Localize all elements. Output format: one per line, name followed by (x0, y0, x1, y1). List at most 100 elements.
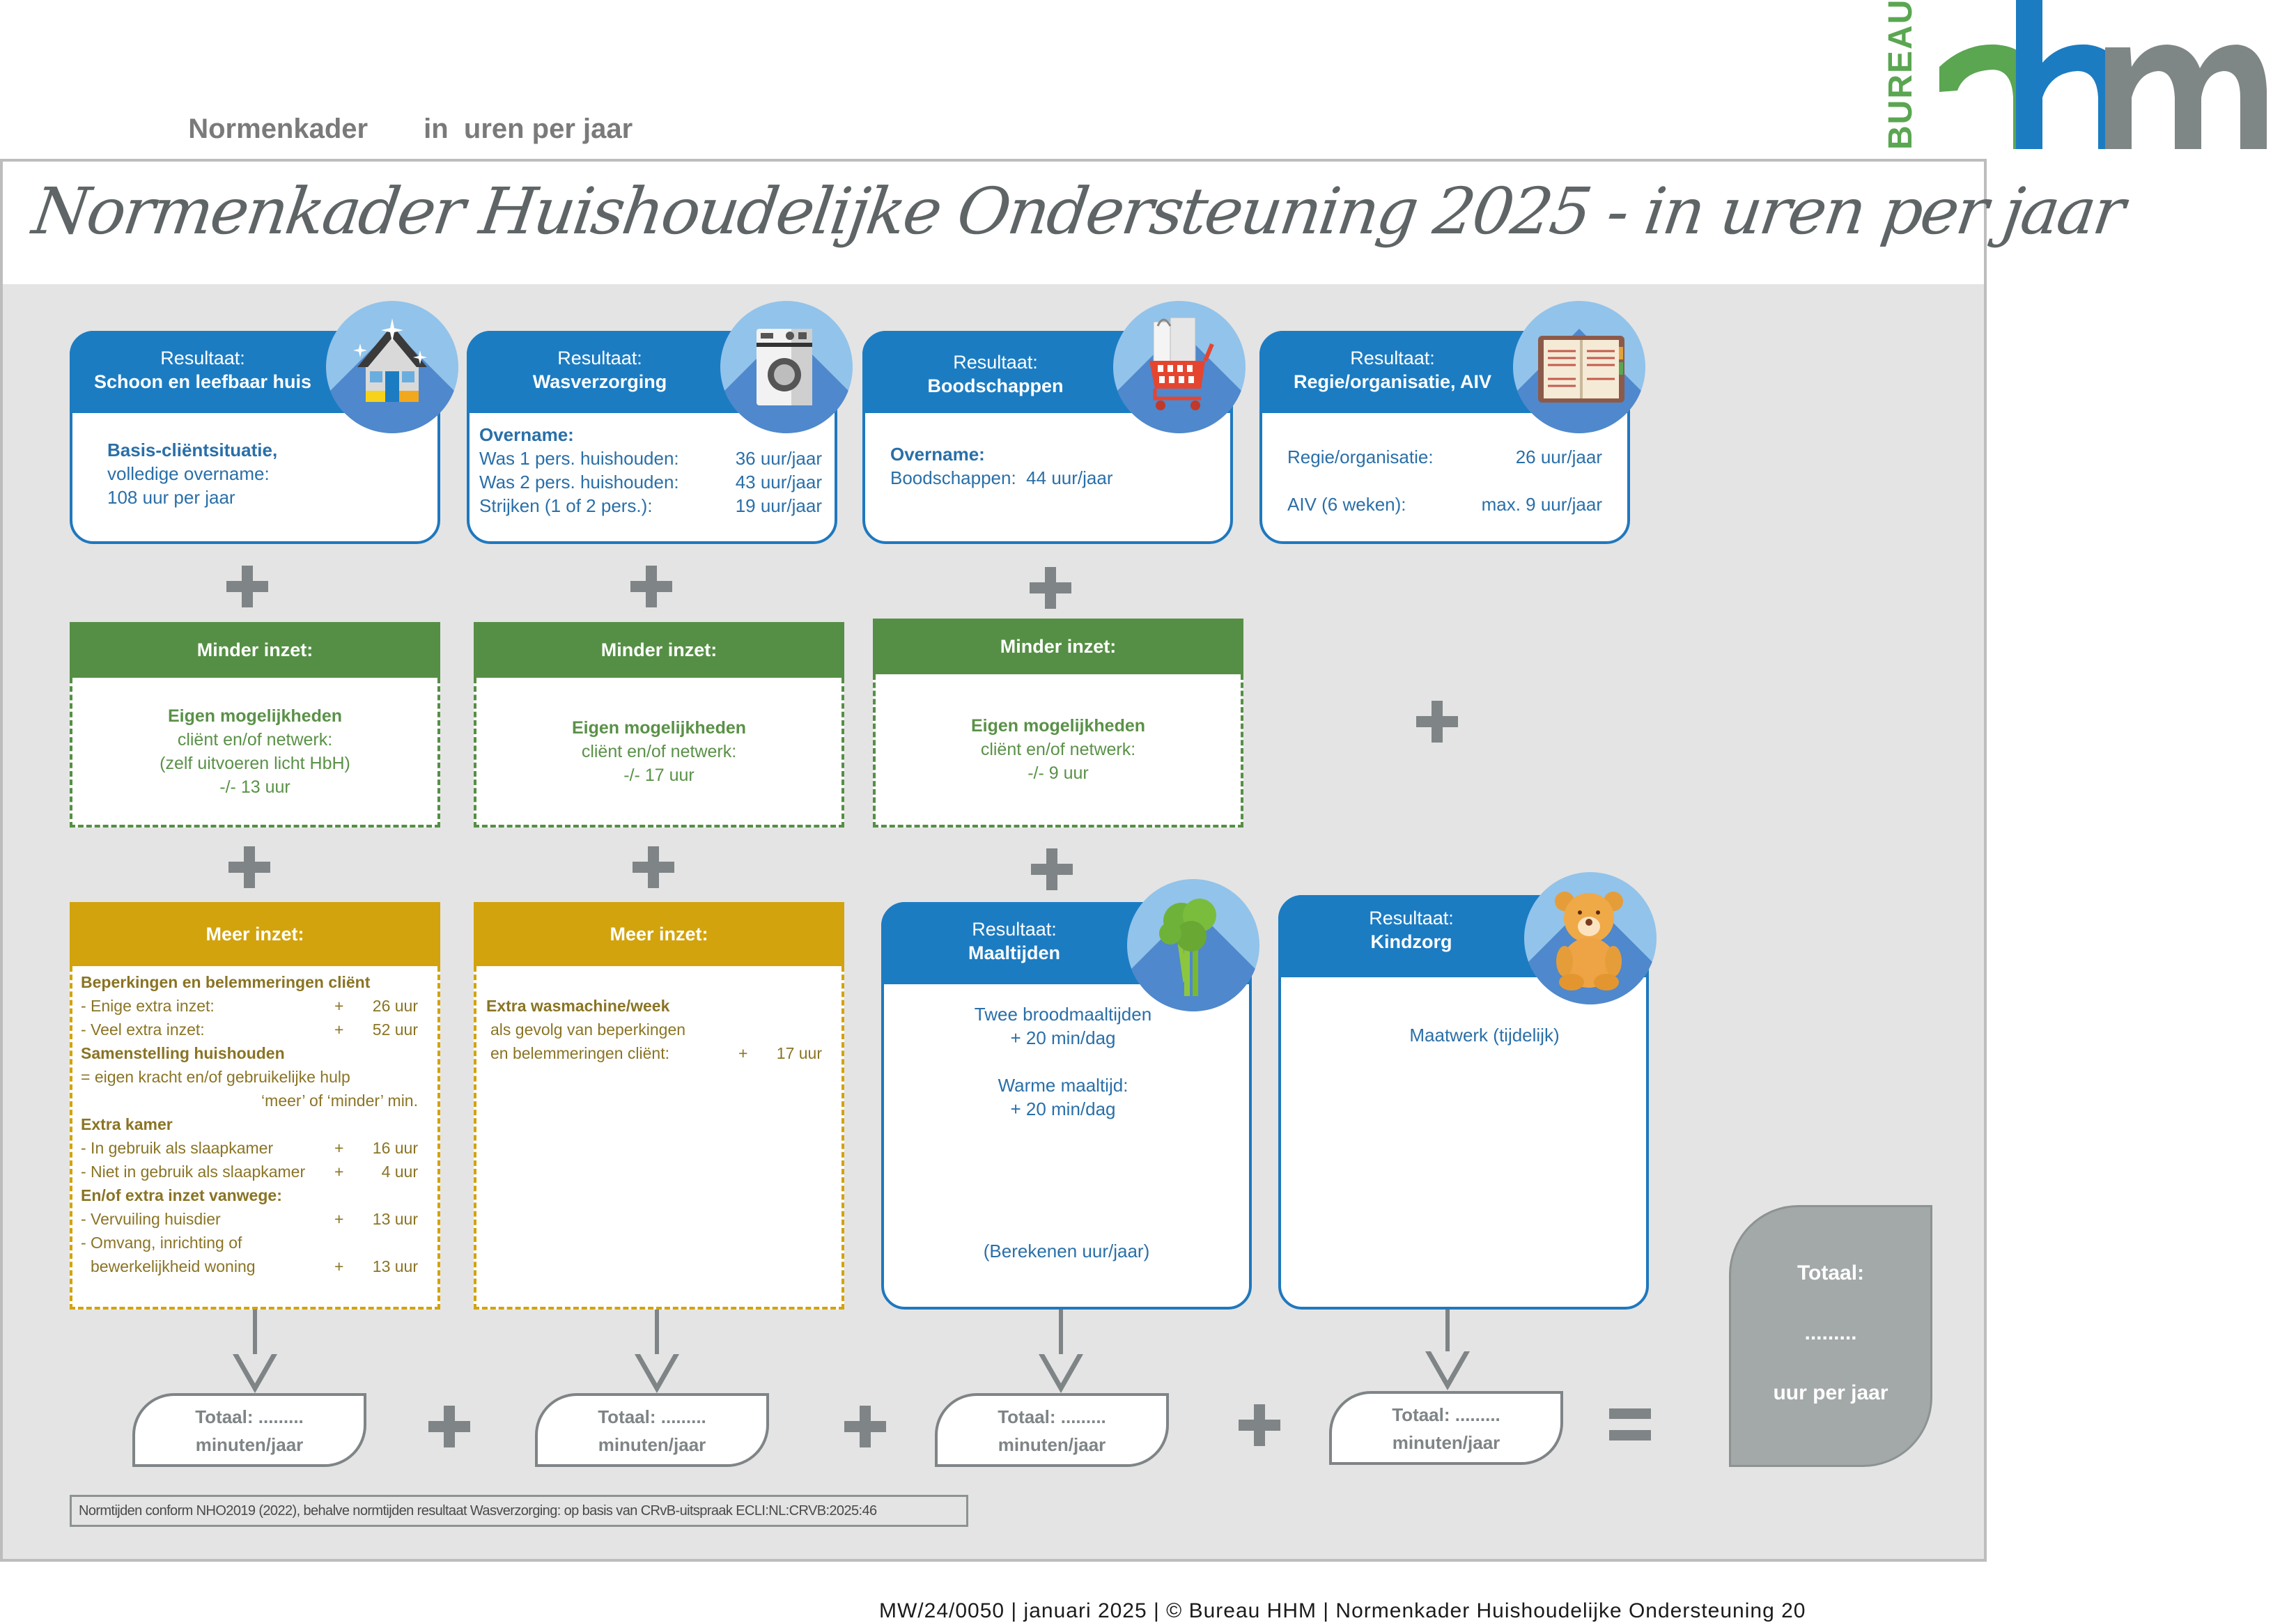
minder-inzet-body: Eigen mogelijkheden cliënt en/of netwerk… (70, 678, 440, 828)
row-value: 43 uur/jaar (735, 472, 822, 492)
meer-row: en belemmeringen cliënt:+17 uur (486, 1041, 822, 1065)
row-value: 4 uur (381, 1163, 418, 1181)
grand-total-value: ......... (1804, 1321, 1857, 1344)
plus-icon (226, 566, 268, 607)
grand-total-label: Totaal: (1797, 1261, 1865, 1284)
header-title-part1: Normenkader (188, 114, 369, 144)
body-line: -/- 9 uur (1027, 763, 1089, 783)
body-line: + 20 min/dag (1010, 1027, 1116, 1048)
minder-inzet-box: Minder inzet: Eigen mogelijkheden cliënt… (70, 622, 440, 828)
row-value: 26 uur (372, 997, 418, 1015)
result-label: Resultaat: (953, 352, 1038, 373)
row-value: 44 uur/jaar (1026, 467, 1113, 488)
result-card-schoon-huis: Resultaat: Schoon en leefbaar huis Basis… (70, 331, 440, 544)
row-sign: + (334, 1139, 344, 1157)
body-row: Was 1 pers. huishouden:36 uur/jaar (479, 446, 822, 470)
result-label: Resultaat: (1369, 908, 1454, 929)
body-line: Basis-cliëntsituatie, (107, 440, 278, 460)
total-unit: minuten/jaar (195, 1434, 304, 1455)
row-label: Was 1 pers. huishouden: (479, 448, 679, 469)
row-label: Regie/organisatie: (1287, 446, 1434, 467)
title-band (3, 162, 1984, 284)
section-text: als gevolg van beperkingen (490, 1020, 686, 1039)
row-label: Strijken (1 of 2 pers.): (479, 495, 653, 516)
house-clean-icon (326, 301, 458, 433)
row-sign: + (334, 1257, 344, 1275)
total-unit: minuten/jaar (598, 1434, 706, 1455)
plus-icon (428, 1406, 470, 1447)
total-box: Totaal: ......... minuten/jaar (935, 1393, 1169, 1467)
row-label: Was 2 pers. huishouden: (479, 472, 679, 492)
body-line: Twee broodmaaltijden (974, 1004, 1152, 1025)
total-unit: minuten/jaar (998, 1434, 1106, 1455)
plus-icon (1239, 1404, 1280, 1446)
minder-inzet-title: Minder inzet: (474, 622, 844, 678)
total-label: Totaal: ......... (1392, 1404, 1500, 1425)
arrow-head-inner (1044, 1354, 1078, 1383)
arrow-down-icon (655, 1310, 659, 1365)
meer-row: - In gebruik als slaapkamer +16 uur (81, 1136, 418, 1160)
body-line: cliënt en/of netwerk: (980, 740, 1136, 759)
meer-row: bewerkelijkheid woning+13 uur (81, 1255, 418, 1278)
logo-letter-n-green (1939, 44, 2041, 150)
meer-inzet-box: Meer inzet: Beperkingen en belemmeringen… (70, 902, 440, 1310)
body-row: Was 2 pers. huishouden: 43 uur/jaar (479, 470, 822, 494)
arrow-head-inner (1431, 1351, 1464, 1381)
body-line: Eigen mogelijkheden (167, 706, 343, 726)
body-line: (zelf uitvoeren licht HbH) (160, 753, 350, 773)
body-row: Strijken (1 of 2 pers.): 19 uur/jaar (479, 494, 822, 518)
row-label: bewerkelijkheid woning (91, 1257, 256, 1275)
row-value: 52 uur (372, 1020, 418, 1039)
meer-row: - Enige extra inzet: +26 uur (81, 994, 418, 1018)
row-sign: + (334, 997, 344, 1015)
result-name: Boodschappen (927, 375, 1064, 396)
body-line: -/- 13 uur (219, 777, 290, 797)
row-value: 17 uur (776, 1044, 822, 1062)
logo-bureau-text: BUREAU (1882, 0, 1919, 150)
body-line: + 20 min/dag (1010, 1098, 1116, 1119)
washing-machine-icon (720, 301, 853, 433)
minder-inzet-body: Eigen mogelijkheden cliënt en/of netwerk… (873, 674, 1243, 828)
result-name: Maaltijden (968, 942, 1061, 963)
section-text: ‘meer’ of ‘minder’ min. (261, 1092, 418, 1110)
body-row: Boodschappen: 44 uur/jaar (890, 466, 1205, 490)
row-label: - Enige extra inzet: (81, 997, 215, 1015)
section-heading: En/of extra inzet vanwege: (81, 1186, 282, 1204)
row-label: - In gebruik als slaapkamer (81, 1139, 274, 1157)
body-line: Maatwerk (tijdelijk) (1409, 1025, 1560, 1046)
result-label: Resultaat: (160, 348, 245, 368)
teddy-bear-icon (1524, 872, 1657, 1004)
header-title-part2: in uren per jaar (424, 114, 633, 144)
row-value: 26 uur/jaar (1515, 446, 1602, 467)
body-heading: Overname: (479, 424, 574, 445)
meer-inzet-title: Meer inzet: (474, 902, 844, 966)
meer-row: - Omvang, inrichting of (81, 1231, 418, 1255)
result-card-body: Maatwerk (tijdelijk) (1323, 1023, 1646, 1047)
logo-letter-h-blue (2016, 0, 2126, 149)
section-heading: Beperkingen en belemmeringen cliënt (81, 973, 371, 991)
result-card-body: Overname: Was 1 pers. huishouden:36 uur/… (479, 423, 822, 518)
row-label: - Veel extra inzet: (81, 1020, 205, 1039)
body-line: cliënt en/of netwerk: (177, 729, 333, 750)
minder-inzet-box: Minder inzet: Eigen mogelijkheden cliënt… (873, 619, 1243, 828)
result-card-body: Basis-cliëntsituatie, volledige overname… (107, 438, 412, 509)
footnote: Normtijden conform NHO2019 (2022), behal… (70, 1495, 968, 1527)
plus-icon (1416, 701, 1458, 743)
page-header-title: Normenkader in uren per jaar (173, 82, 633, 145)
row-sign: + (334, 1163, 344, 1181)
meer-inzet-body: Extra wasmachine/week als gevolg van bep… (474, 966, 844, 1310)
row-label: - Omvang, inrichting of (81, 1234, 242, 1252)
row-sign: + (334, 1020, 344, 1039)
row-value (362, 1231, 418, 1255)
result-label: Resultaat: (972, 919, 1057, 940)
row-value: 16 uur (372, 1139, 418, 1157)
meer-inzet-box: Meer inzet: Extra wasmachine/week als ge… (474, 902, 844, 1310)
row-value: 19 uur/jaar (735, 495, 822, 516)
result-card-body: Regie/organisatie:26 uur/jaar AIV (6 wek… (1287, 445, 1602, 516)
result-name: Kindzorg (1370, 931, 1452, 952)
result-card-body: Overname: Boodschappen: 44 uur/jaar (890, 442, 1205, 490)
agenda-icon (1513, 301, 1645, 433)
row-label: en belemmeringen cliënt: (490, 1044, 669, 1062)
arrow-head-inner (640, 1354, 674, 1383)
plus-icon (1030, 567, 1071, 609)
